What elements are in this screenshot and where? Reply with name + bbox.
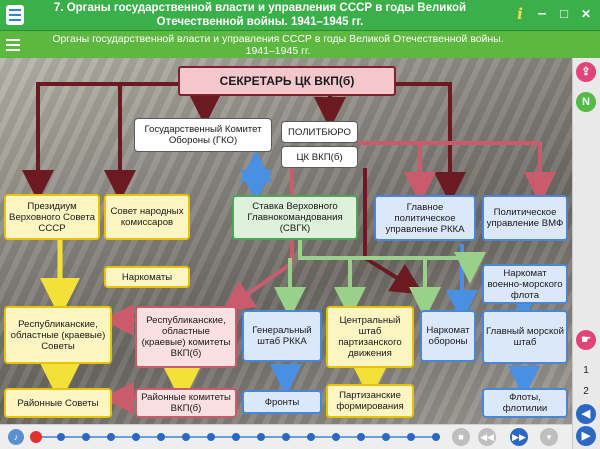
box-general-staff[interactable]: Генеральный штаб РККА (242, 310, 322, 362)
bottom-navigation: ♪ ■ ◀◀ ▶▶ ▾ (0, 424, 572, 449)
timeline-step[interactable] (282, 433, 290, 441)
diagram-arrows (22, 82, 556, 414)
box-central-committee[interactable]: ЦК ВКП(б) (281, 146, 358, 168)
title-bar: 7. Органы государственной власти и управ… (0, 0, 600, 30)
next-page-icon[interactable]: ▶ (576, 426, 596, 446)
prev-page-icon[interactable]: ◀ (576, 404, 596, 424)
close-button[interactable]: ✕ (580, 7, 592, 21)
timeline-step[interactable] (132, 433, 140, 441)
slide-title: Органы государственной власти и управлен… (28, 33, 528, 57)
box-district-councils[interactable]: Районные Советы (4, 388, 112, 418)
timeline-step[interactable] (307, 433, 315, 441)
slide-title-line-1: Органы государственной власти и управлен… (52, 33, 504, 45)
window-title: 7. Органы государственной власти и управ… (30, 1, 490, 29)
box-partisan-units[interactable]: Партизанские формирования (326, 384, 414, 418)
timeline-step[interactable] (182, 433, 190, 441)
timeline-step-current[interactable] (30, 431, 42, 443)
sound-icon[interactable]: ♪ (8, 429, 24, 445)
page-2-link[interactable]: 2 (583, 386, 589, 397)
box-secretary[interactable]: СЕКРЕТАРЬ ЦК ВКП(б) (178, 66, 396, 96)
box-politburo[interactable]: ПОЛИТБЮРО (281, 121, 358, 143)
window-title-line-2: Отечественной войны. 1941–1945 гг. (156, 16, 364, 28)
pointer-icon[interactable]: ☛ (576, 330, 596, 350)
timeline-step[interactable] (407, 433, 415, 441)
collapse-icon[interactable]: ▾ (540, 428, 558, 446)
box-gpu-rkka[interactable]: Главное политическое управление РККА (374, 195, 476, 241)
timeline-step[interactable] (332, 433, 340, 441)
right-toolbar: ⇪ N ☛ 1 2 ◀ ▶ (572, 58, 600, 449)
fast-forward-icon[interactable]: ▶▶ (510, 428, 528, 446)
window-title-line-1: 7. Органы государственной власти и управ… (53, 2, 467, 14)
box-stavka[interactable]: Ставка Верховного Главнокомандования (СВ… (232, 195, 358, 240)
timeline-step[interactable] (257, 433, 265, 441)
info-button[interactable]: i (517, 5, 523, 23)
box-district-committees[interactable]: Районные комитеты ВКП(б) (135, 388, 237, 418)
box-gko[interactable]: Государственный Комитет Обороны (ГКО) (134, 118, 272, 152)
box-pu-vmf[interactable]: Политическое управление ВМФ (482, 195, 568, 241)
slide-title-line-2: 1941–1945 гг. (245, 45, 311, 57)
timeline-step[interactable] (432, 433, 440, 441)
slide-header: Органы государственной власти и управлен… (0, 30, 600, 58)
notes-button[interactable]: N (576, 92, 596, 112)
box-narkom-defense[interactable]: Наркомат обороны (420, 310, 476, 362)
box-narkomaty[interactable]: Наркоматы (104, 266, 190, 288)
maximize-button[interactable]: □ (560, 6, 568, 21)
diagram-area: СЕКРЕТАРЬ ЦК ВКП(б) Государственный Коми… (0, 58, 572, 424)
box-fleets[interactable]: Флоты, флотилии (482, 388, 568, 418)
page-1-link[interactable]: 1 (583, 365, 589, 376)
box-presidium[interactable]: Президиум Верховного Совета СССР (4, 194, 100, 240)
app-logo-icon (6, 5, 24, 25)
box-sovnarkom[interactable]: Совет народных комиссаров (104, 194, 190, 240)
timeline-step[interactable] (157, 433, 165, 441)
timeline-step[interactable] (57, 433, 65, 441)
share-icon[interactable]: ⇪ (576, 62, 596, 82)
minimize-button[interactable]: – (537, 5, 547, 22)
box-republican-committees[interactable]: Республиканские, областные (краевые) ком… (135, 306, 237, 368)
box-fronts[interactable]: Фронты (242, 390, 322, 414)
menu-icon[interactable] (6, 39, 20, 51)
timeline-step[interactable] (357, 433, 365, 441)
box-naval-staff[interactable]: Главный морской штаб (482, 310, 568, 364)
timeline-step[interactable] (207, 433, 215, 441)
timeline-step[interactable] (82, 433, 90, 441)
timeline-step[interactable] (382, 433, 390, 441)
box-narkom-vmf[interactable]: Наркомат военно-морского флота (482, 264, 568, 304)
rewind-icon[interactable]: ◀◀ (478, 428, 496, 446)
box-partisan-hq[interactable]: Центральный штаб партизанского движения (326, 306, 414, 368)
box-republican-councils[interactable]: Республиканские, областные (краевые) Сов… (4, 306, 112, 364)
stop-icon[interactable]: ■ (452, 428, 470, 446)
timeline-step[interactable] (107, 433, 115, 441)
timeline-step[interactable] (232, 433, 240, 441)
